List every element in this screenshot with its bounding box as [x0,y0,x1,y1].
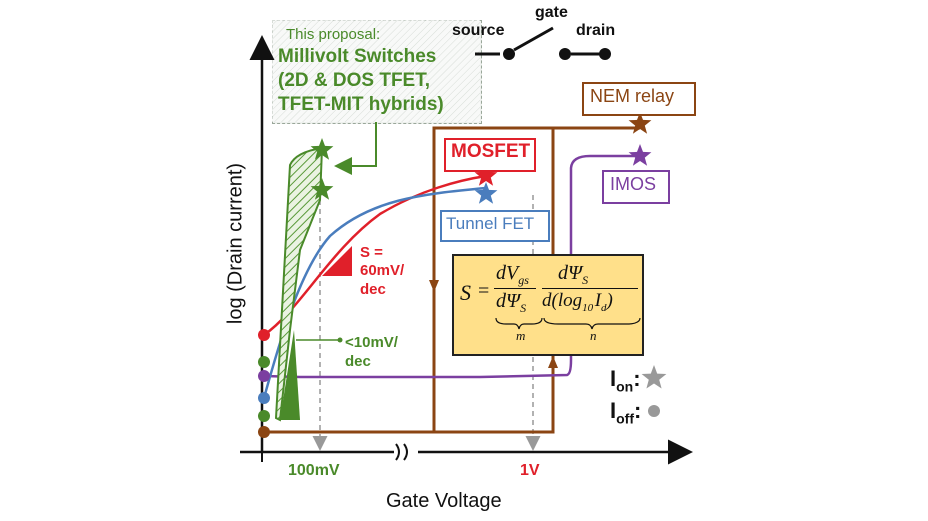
switch-source-label: source [452,22,505,39]
millivolt-slope-label-2: dec [345,353,371,370]
formula-n: n [590,328,597,343]
proposal-intro: This proposal: [286,26,381,43]
imos-label-box [602,170,670,204]
millivolt-ion-star-1 [310,138,334,160]
axis-break-left [395,443,400,461]
imos-label: IMOS [610,174,657,194]
formula-eq: = [478,280,490,302]
nem-relay-return [434,128,555,434]
axis-break-right [403,443,408,461]
millivolt-pointer-dot [337,337,343,343]
tunnel-fet-label: Tunnel FET [446,214,535,233]
legend-ioff-dot [648,405,660,417]
proposal-hatch [272,20,480,122]
x-tick-100mV: 100mV [288,462,340,479]
formula-den2: d(log10 Id) [542,290,613,314]
nem-ion-star [628,112,652,134]
mosfet-slope-label-3: dec [360,281,386,298]
mosfet-slope-label-2: 60mV/ [360,262,405,279]
millivolt-slope-label-1: <10mV/ [345,334,398,351]
imos-curve [263,154,640,379]
x-axis-label: Gate Voltage [386,490,502,512]
millivolt-steep-band [280,330,300,420]
tunnel-fet-ion-star [474,182,498,204]
mosfet-slope-triangle [322,246,352,276]
formula-frac2 [542,288,638,289]
imos-ioff-dot [258,370,270,382]
mosfet-ioff-dot [258,329,270,341]
legend-ioff-label: Ioff: [610,398,642,427]
switch-gate-label: gate [535,4,568,21]
mosfet-label-box [444,138,536,172]
nem-relay-label-box [582,82,696,116]
tunnel-fet-ioff-dot [258,392,270,404]
proposal-pointer [334,122,377,175]
mosfet-ion-star [474,164,498,186]
formula-m: m [516,328,526,343]
nem-relay-label: NEM relay [590,86,675,106]
nem-up-arrowhead [548,356,558,368]
nem-ioff-dot [258,426,270,438]
switch-drain-label: drain [576,22,616,39]
switch-source-terminal [503,48,515,60]
y-axis-label: log (Drain current) [224,162,247,325]
proposal-line3: TFET-MIT hybrids) [278,94,444,115]
legend-ion-label: Ion: [610,366,641,395]
switch-drain-terminal [559,48,571,60]
millivolt-ioff-dot-2 [258,410,270,422]
formula-den1: dΨS [496,290,527,315]
formula-frac1 [494,288,536,289]
formula-braces [495,317,641,330]
mosfet-label: MOSFET [451,141,531,162]
proposal-line2: (2D & DOS TFET, [278,70,431,91]
formula-s: S [460,280,471,305]
legend-ion-star [641,365,667,389]
nem-down-arrowhead [429,280,439,292]
subthreshold-swing-formula: S = dVgs dΨS dΨS d(log10 Id) m n [452,254,644,356]
switch-drain-end [599,48,611,60]
tunnel-fet-label-box [440,210,550,242]
formula-num2: dΨS [558,262,589,287]
millivolt-ion-star-2 [310,178,334,200]
millivolt-ioff-dot-1 [258,356,270,368]
imos-ion-star [628,144,652,166]
mosfet-slope-label-1: S = [360,244,383,261]
formula-num1: dVgs [496,262,529,287]
switch-blade [513,26,554,52]
x-tick-1V: 1V [520,462,540,479]
proposal-title: Millivolt Switches [278,46,437,67]
millivolt-region [274,146,324,422]
